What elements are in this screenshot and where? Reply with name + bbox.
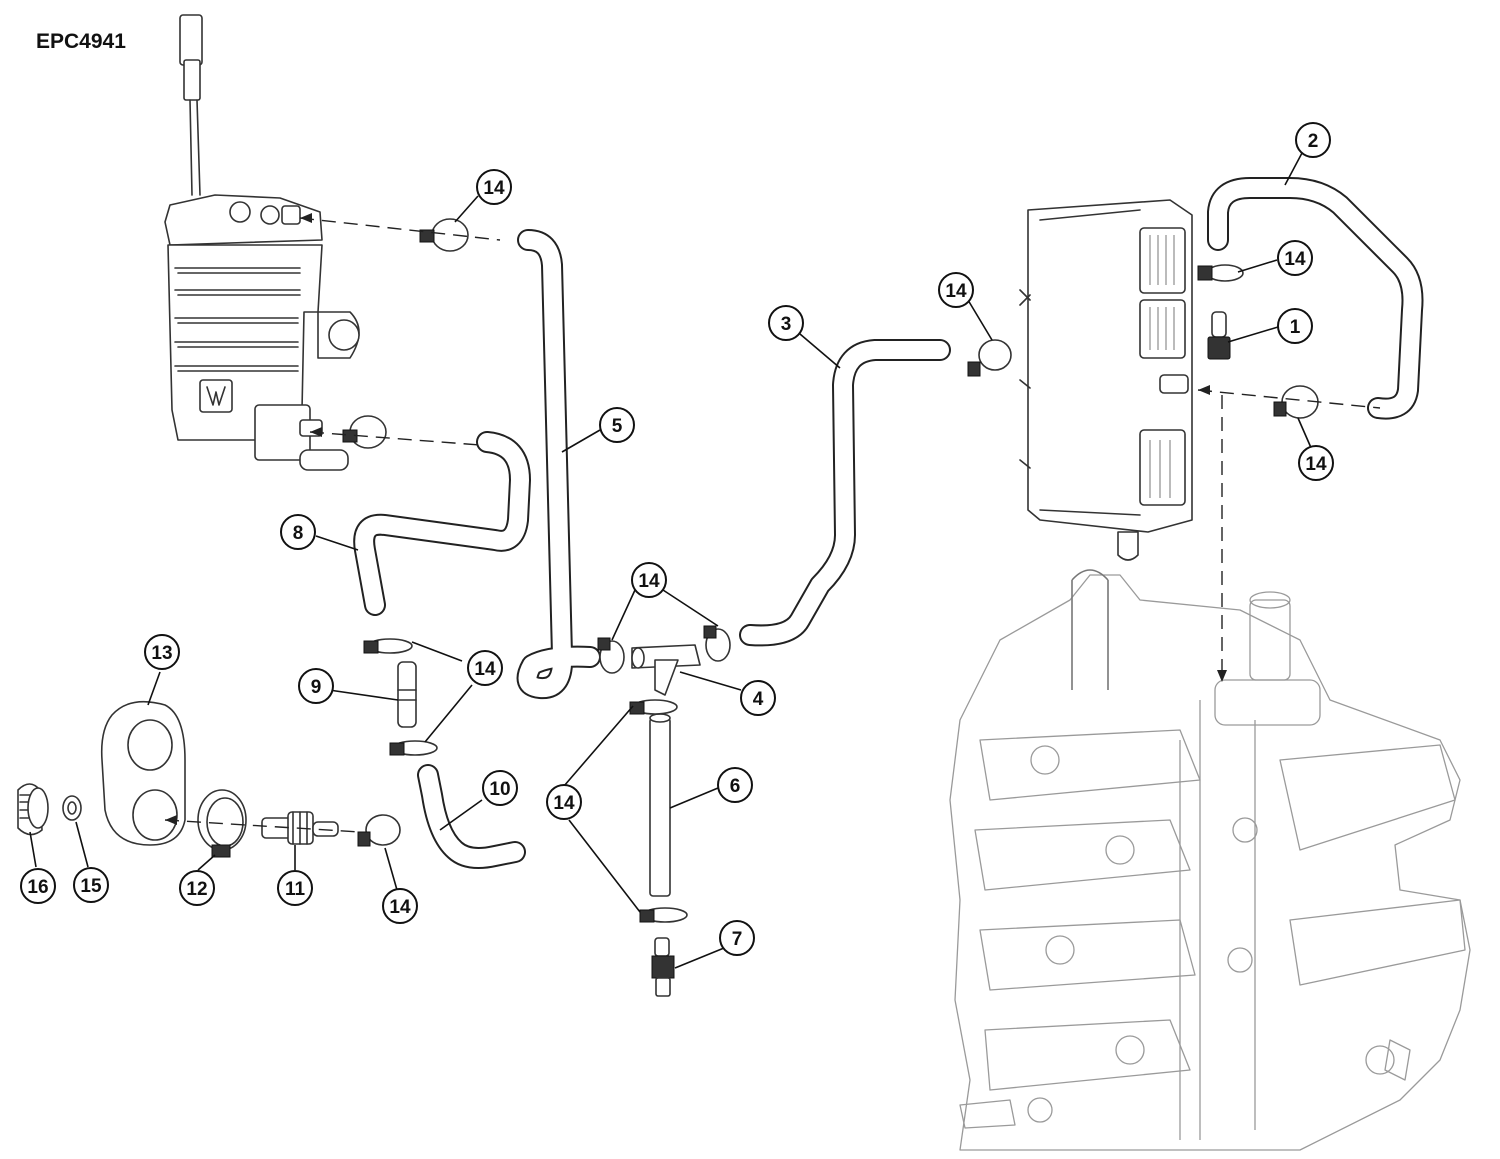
svg-text:9: 9 (311, 677, 322, 698)
callout-11: 11 (277, 870, 313, 906)
callout-6: 6 (717, 767, 753, 803)
fitting-16 (17, 783, 49, 836)
callouts: 1 2 3 4 5 6 7 8 9 10 11 12 13 14 14 14 1… (20, 122, 1334, 956)
callout-14-connector: 14 (467, 650, 503, 686)
assembly-lines (164, 213, 1381, 833)
callout-15: 15 (73, 867, 109, 903)
clamp-14-tee-right (703, 625, 731, 662)
hose-8 (353, 431, 531, 616)
clamp-14-hose6-bottom (639, 907, 688, 923)
ecm-module (1019, 199, 1193, 561)
callout-14-ecm-top: 14 (1277, 240, 1313, 276)
document-code: EPC4941 (36, 30, 126, 53)
svg-text:14: 14 (1305, 454, 1327, 475)
clamps-14 (342, 218, 1319, 923)
leader-lines (29, 152, 1313, 969)
svg-text:2: 2 (1308, 131, 1319, 152)
svg-text:6: 6 (730, 776, 741, 797)
clamp-14-hose6-top (629, 699, 678, 715)
svg-text:15: 15 (80, 876, 102, 897)
clamp-12 (197, 789, 247, 858)
hose-2 (1207, 177, 1424, 420)
fitting-7 (651, 937, 675, 997)
fitting-1 (1207, 311, 1231, 360)
svg-text:14: 14 (483, 178, 505, 199)
hose-5 (516, 229, 601, 700)
svg-text:14: 14 (553, 793, 575, 814)
clamp-14-connector-top (363, 638, 413, 654)
callout-14-hose6: 14 (546, 784, 582, 820)
callout-1: 1 (1277, 308, 1313, 344)
fuel-filter-assembly (164, 14, 360, 471)
callout-14-fitting11: 14 (382, 888, 418, 924)
callout-10: 10 (482, 770, 518, 806)
svg-text:16: 16 (27, 877, 48, 898)
callout-4: 4 (740, 680, 776, 716)
hose-3 (739, 339, 951, 647)
callout-5: 5 (599, 407, 635, 443)
callout-14-ecm-left: 14 (938, 272, 974, 308)
svg-text:8: 8 (293, 523, 304, 544)
clamp-14-filter-bottom (342, 415, 387, 449)
callout-14-filter-top: 14 (476, 169, 512, 205)
clamp-14-fitting11 (357, 814, 401, 847)
clamp-14-connector-bottom (389, 740, 438, 756)
engine-block (949, 569, 1471, 1151)
clamp-14-ecm-top (1197, 264, 1244, 282)
svg-text:11: 11 (285, 879, 306, 900)
callout-3: 3 (768, 305, 804, 341)
washer-15 (62, 795, 82, 821)
callout-9: 9 (298, 668, 334, 704)
svg-text:14: 14 (1284, 249, 1306, 270)
grommet-13 (100, 700, 186, 846)
clamp-14-tee-left (597, 637, 625, 674)
callout-12: 12 (179, 870, 215, 906)
hose-10 (417, 764, 526, 869)
callout-16: 16 (20, 868, 56, 904)
clamp-14-filter-top (419, 218, 469, 252)
svg-text:14: 14 (638, 571, 660, 592)
svg-text:14: 14 (389, 897, 411, 918)
svg-text:10: 10 (489, 779, 510, 800)
svg-text:7: 7 (732, 929, 743, 950)
svg-text:1: 1 (1290, 317, 1301, 338)
clamp-14-ecm-right (1273, 385, 1319, 419)
tee-fitting-4 (631, 644, 701, 696)
svg-text:14: 14 (945, 281, 967, 302)
svg-text:14: 14 (474, 659, 496, 680)
clamp-14-ecm-left (967, 339, 1012, 377)
callout-2: 2 (1295, 122, 1331, 158)
callout-7: 7 (719, 920, 755, 956)
svg-text:13: 13 (151, 643, 172, 664)
hose-6 (649, 713, 671, 897)
fitting-11 (261, 811, 339, 845)
svg-text:12: 12 (186, 879, 207, 900)
svg-text:3: 3 (781, 314, 792, 335)
callout-14-tee: 14 (631, 562, 667, 598)
callout-13: 13 (144, 634, 180, 670)
connector-9 (397, 661, 417, 728)
svg-text:5: 5 (612, 416, 623, 437)
callout-8: 8 (280, 514, 316, 550)
svg-text:4: 4 (753, 689, 764, 710)
callout-14-ecm-right: 14 (1298, 445, 1334, 481)
